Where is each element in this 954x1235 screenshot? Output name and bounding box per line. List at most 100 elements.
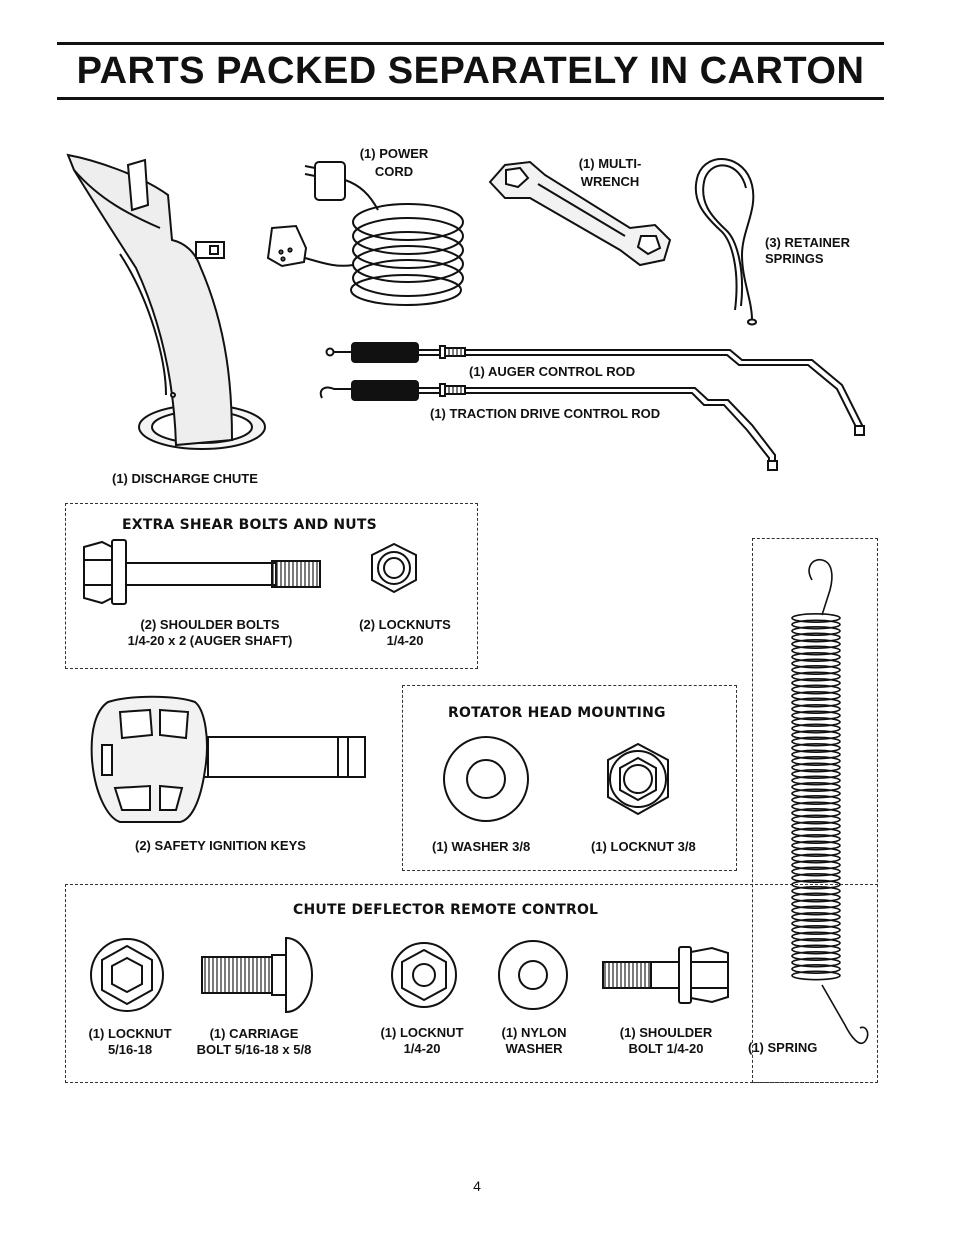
spring-coil [791,768,841,779]
carriage-bolt-icon [201,936,314,1014]
spring-coil [791,853,841,864]
shoulder-bolt-icon [602,946,729,1004]
spring-coil [791,866,841,877]
spring-coil [791,944,841,955]
spring-coil [791,911,841,922]
discharge-chute-icon [66,153,266,450]
traction-drive-control-rod-label: (1) TRACTION DRIVE CONTROL ROD [430,406,661,421]
spring-coil [791,827,841,838]
spring-coil [791,658,841,669]
spring-coil [791,872,841,883]
spring-coil [791,892,841,903]
spring-label: (1) SPRING [748,1040,818,1055]
spring-coil [791,703,841,714]
spring-coil [791,775,841,786]
spring-coil [791,742,841,753]
spring-coil [791,612,841,623]
spring-coil [791,684,841,695]
spring-coil [791,846,841,857]
spring-coil [791,788,841,799]
spring-coil [791,723,841,734]
page-title: PARTS PACKED SEPARATELY IN CARTON [76,50,865,92]
spring-coil [791,840,841,851]
shoulder-bolt-icon [83,539,321,605]
power-cord-icon [266,161,464,306]
spring-coil [791,619,841,630]
multi-wrench-icon [488,160,672,267]
spring-coil [791,814,841,825]
locknut-icon [90,938,164,1012]
washer-icon [443,736,529,822]
spring-coil [791,664,841,675]
spring-coil [791,957,841,968]
spring-coil [791,801,841,812]
ignition-key-icon [90,695,366,823]
spring-coil [791,937,841,948]
multi-wrench-label: (1) MULTI-WRENCH [578,156,642,189]
spring-coil [791,879,841,890]
control-rod-icon [319,380,778,471]
spring-coil [791,931,841,942]
discharge-chute-label: (1) DISCHARGE CHUTE [112,471,258,486]
locknut-icon [371,542,417,594]
spring-coil [791,794,841,805]
spring-coil [791,651,841,662]
retainer-spring-icon [694,158,757,326]
page-number: 4 [473,1178,481,1194]
spring-coil [791,638,841,649]
washer-38-label: (1) WASHER 3/8 [432,839,531,854]
title-rule-top [57,42,884,45]
spring-coil [791,859,841,870]
spring-coil [791,885,841,896]
spring-coil [791,716,841,727]
extra-shear-heading: EXTRA SHEAR BOLTS AND NUTS [122,517,377,533]
spring-coil [791,833,841,844]
spring-coil [791,755,841,766]
spring-coil [791,963,841,974]
spring-coil [791,710,841,721]
spring-coil [791,671,841,682]
safety-ignition-keys-label: (2) SAFETY IGNITION KEYS [135,838,306,853]
spring-coil [791,697,841,708]
spring-coil [791,807,841,818]
spring-coil [791,762,841,773]
spring-coil [791,632,841,643]
spring-coil [791,729,841,740]
spring-coil [791,970,841,981]
spring-coil [791,736,841,747]
control-rod-icon [325,342,865,436]
spring-coil [791,749,841,760]
spring-coil [791,924,841,935]
spring-coil [791,820,841,831]
title-rule-bottom [57,97,884,100]
rotator-head-heading: ROTATOR HEAD MOUNTING [448,705,666,721]
extra-shear-box [65,503,478,669]
locknut-38-label: (1) LOCKNUT 3/8 [591,839,696,854]
washer-icon [498,940,568,1010]
spring-coil [791,690,841,701]
spring-coil [791,677,841,688]
spring-coil [791,918,841,929]
spring-coil [791,950,841,961]
auger-control-rod-label: (1) AUGER CONTROL ROD [469,364,636,379]
rotator-head-box [402,685,737,871]
spring-coil [791,645,841,656]
spring-coil [791,898,841,909]
spring-coil [791,625,841,636]
locknut-icon [607,742,669,816]
extension-spring-icon [791,558,869,1045]
locknut-icon [391,942,457,1008]
chute-deflector-box [65,884,878,1083]
spring-coil [791,905,841,916]
spring-coil [791,781,841,792]
chute-deflector-heading: CHUTE DEFLECTOR REMOTE CONTROL [293,902,599,918]
